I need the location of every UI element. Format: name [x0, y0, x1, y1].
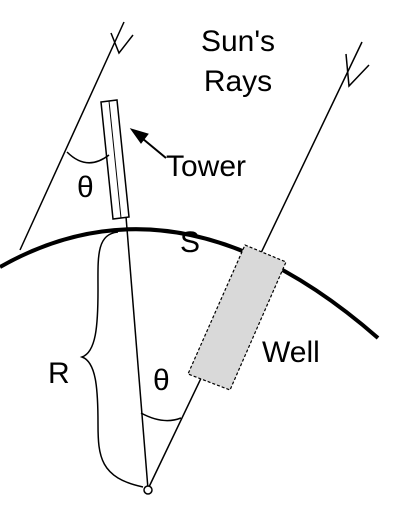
- left-sun-ray: [19, 21, 125, 251]
- r-brace: [79, 231, 144, 488]
- well-shape: [187, 244, 287, 391]
- earth-surface-arc: [0, 227, 380, 340]
- right-ray-arrowhead: [345, 53, 370, 88]
- earth-center-point: [143, 485, 153, 495]
- theta-top-label: θ: [77, 171, 94, 204]
- top-angle-arc: [66, 151, 110, 164]
- tower-pointer-arrowhead: [129, 128, 149, 144]
- suns-rays-label-line2: Rays: [204, 65, 272, 98]
- left-ray-arrowhead: [110, 32, 134, 55]
- tower-inner-line: [108, 100, 122, 219]
- well-label: Well: [262, 336, 320, 369]
- s-label: S: [180, 226, 200, 259]
- theta-bottom-label: θ: [153, 364, 170, 397]
- tower-label: Tower: [166, 150, 246, 183]
- r-label: R: [48, 357, 70, 390]
- bottom-angle-arc: [140, 412, 182, 422]
- suns-rays-label-line1: Sun's: [201, 25, 275, 58]
